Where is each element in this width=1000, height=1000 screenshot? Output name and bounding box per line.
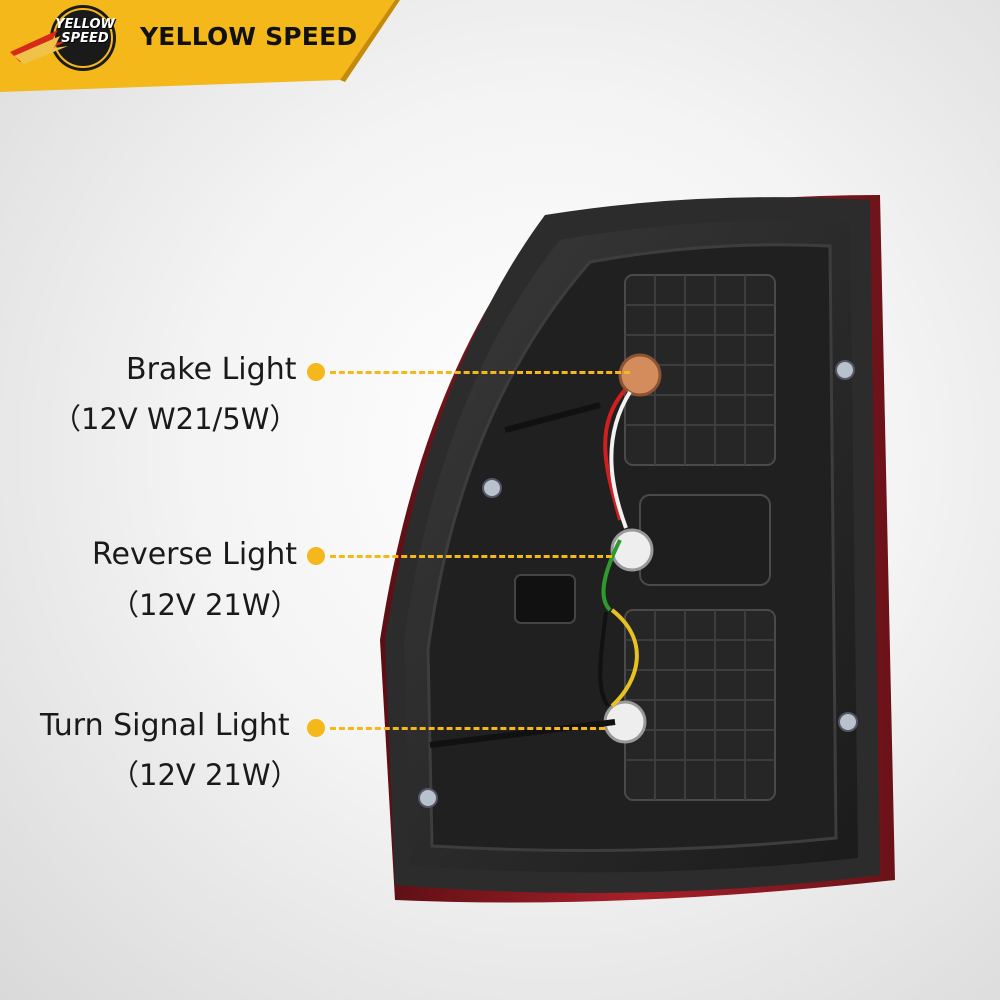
callout-brake-light-spec: （12V W21/5W） [52, 402, 299, 436]
reverse-light-marker [307, 547, 325, 565]
callout-reverse-light-spec: （12V 21W） [110, 588, 300, 622]
turn-signal-light-leader-line [330, 727, 605, 730]
callout-brake-light-name: Brake Light [126, 352, 297, 387]
turn-signal-light-marker [307, 719, 325, 737]
logo-line-1: YELLOW [55, 17, 115, 32]
brake-light-leader-line [330, 371, 630, 374]
callout-reverse-light-name: Reverse Light [92, 537, 297, 572]
callout-turn-signal-light-spec: （12V 21W） [110, 758, 300, 792]
brand-name: YELLOW SPEED [140, 22, 358, 51]
brake-light-marker [307, 363, 325, 381]
brand-banner: YELLOW SPEED YELLOW SPEED [0, 0, 420, 100]
callout-turn-signal-light-name: Turn Signal Light [40, 708, 290, 743]
logo-icon [10, 5, 116, 71]
logo-text: YELLOW SPEED [40, 18, 130, 46]
logo-line-2: SPEED [61, 31, 109, 46]
reverse-light-leader-line [330, 555, 612, 558]
